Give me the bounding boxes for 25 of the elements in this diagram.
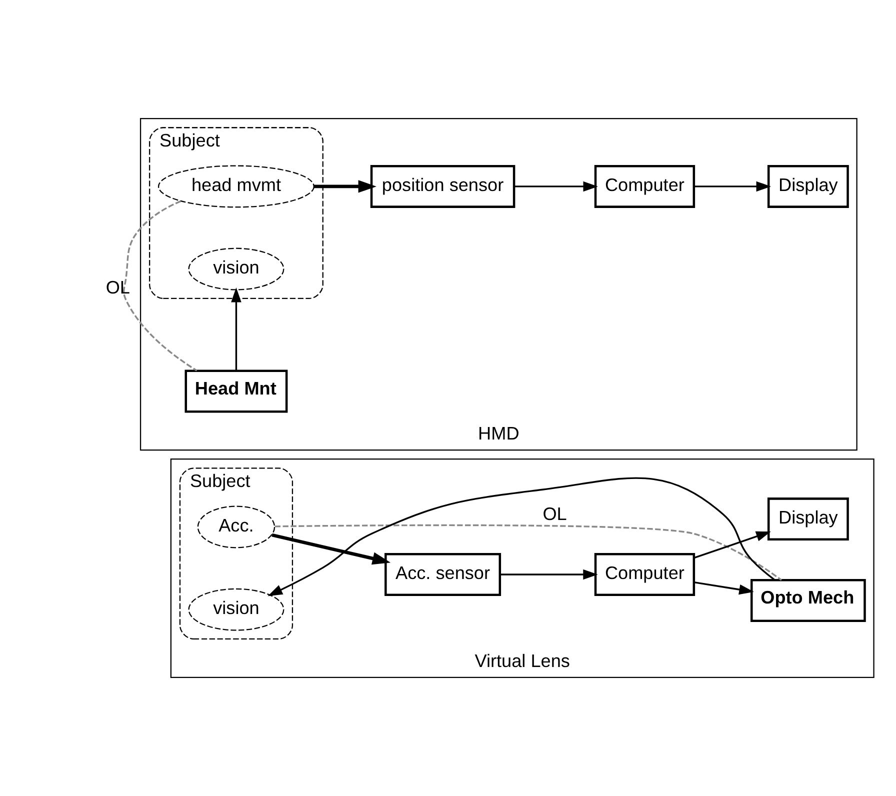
node-ellipse: Acc. [197,506,276,548]
node-box: Head Mnt [184,370,288,413]
node-box: Acc. sensor [384,552,502,596]
node-box: Display [767,498,849,541]
node-ellipse: vision [188,588,284,631]
arrow [272,533,391,565]
node-box: Display [767,164,849,208]
node-box: position sensor [370,164,516,208]
edge-label: OL [542,504,567,524]
arrow [694,531,771,559]
arrow [694,181,771,192]
connector [274,524,782,581]
arrow [231,288,242,371]
node-box: Computer [594,164,696,208]
arrow [268,477,776,596]
node-box: Opto Mech [750,579,866,622]
node-box: Computer [594,552,696,596]
arrow [500,569,598,580]
node-ellipse: head mvmt [158,165,314,208]
arrow [314,180,376,193]
node-ellipse: vision [188,248,284,290]
edge-label: OL [106,278,130,298]
connector [122,200,198,372]
arrow [694,581,754,595]
arrow [514,181,598,192]
